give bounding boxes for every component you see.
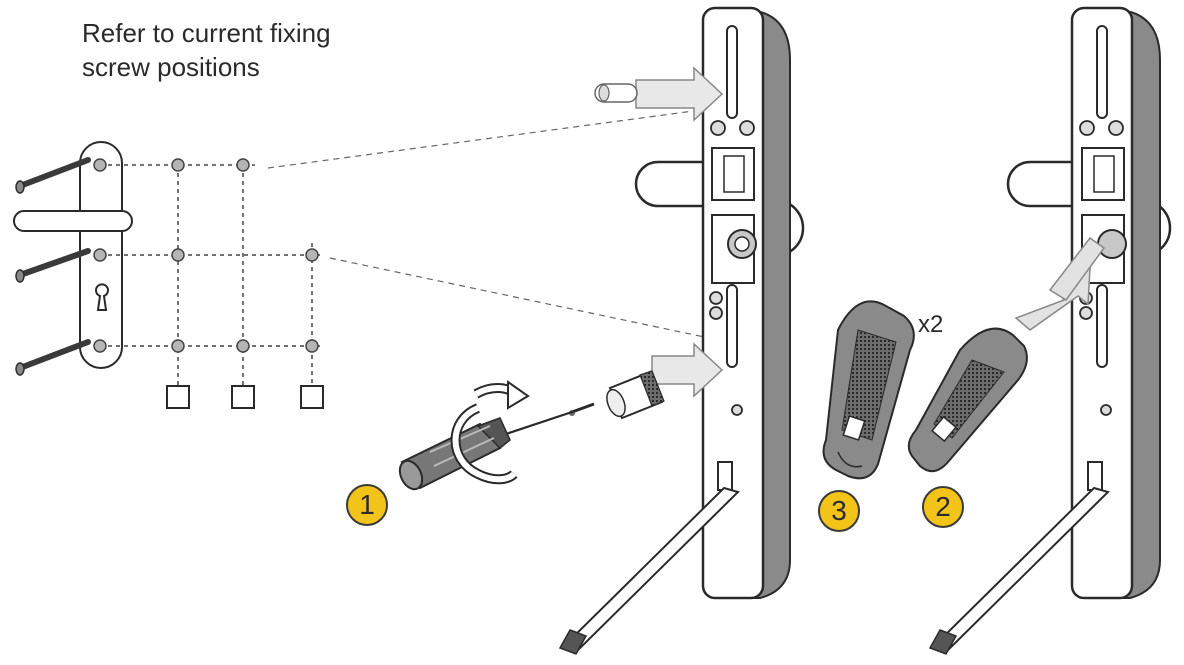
projection-lines [267, 107, 729, 343]
lock-plate-lower-slot [1096, 284, 1108, 368]
screw-hole [709, 291, 723, 305]
spindle-rod [558, 486, 740, 655]
handle-icon [634, 160, 714, 208]
lever-slot [13, 210, 133, 232]
screw-hole [710, 120, 726, 136]
position-checkboxes [166, 385, 324, 409]
lock-plate-top-slot [1096, 25, 1108, 119]
screw-hole [1079, 306, 1093, 320]
fixing-screw-template [13, 107, 729, 409]
step-badge-3: 3 [818, 490, 860, 532]
screw-hole [1100, 404, 1112, 416]
lock-plate-top-slot [726, 25, 738, 119]
instruction-text: Refer to current fixing screw positions [82, 16, 331, 84]
instruction-line-2: screw positions [82, 52, 260, 82]
instruction-line-1: Refer to current fixing [82, 18, 331, 48]
position-dots [93, 158, 319, 353]
spindle-rod [928, 486, 1110, 655]
screw-hole [709, 306, 723, 320]
spindle-bracket [1087, 461, 1103, 491]
lock-plate-right [928, 6, 1172, 655]
position-grid [100, 164, 320, 385]
cylinder-ring-inner [734, 236, 750, 252]
quantity-label: x2 [918, 311, 944, 338]
push-arrow-icon [651, 342, 724, 398]
spindle-sleeve [606, 370, 665, 420]
step-badge-1: 1 [346, 484, 388, 526]
latch-cutout-inner [723, 155, 745, 193]
keyhole-icon [95, 283, 109, 311]
screw-icon [15, 157, 91, 376]
push-arrow-icon [594, 66, 724, 122]
lock-plate-lower-slot [726, 284, 738, 368]
cylinder-ring [1097, 229, 1127, 259]
screw-hole [731, 404, 743, 416]
handle-icon [1006, 160, 1082, 208]
cover-plate-icon [907, 327, 1028, 473]
screwdriver-icon [398, 408, 579, 491]
step-badge-2: 2 [922, 486, 964, 528]
lock-plate-main [398, 6, 805, 655]
screw-hole [739, 120, 755, 136]
screw-hole [1108, 120, 1124, 136]
push-arrow-icon [1014, 236, 1106, 331]
screw-icon [569, 402, 595, 416]
rotation-arrow-icon [450, 380, 530, 485]
latch-cutout-inner [1093, 155, 1115, 193]
cover-plate-icon [822, 300, 915, 480]
spindle-bracket [717, 461, 733, 491]
screw-hole [1079, 120, 1095, 136]
bolt-icon [594, 83, 638, 103]
